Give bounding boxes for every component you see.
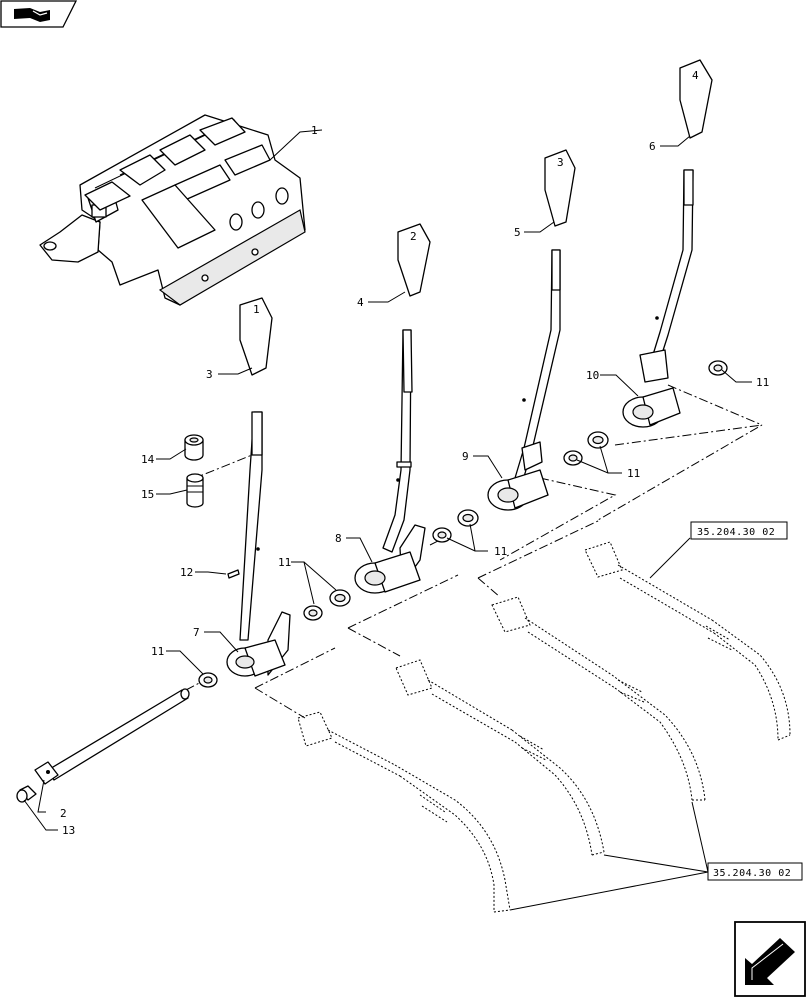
callout-1: 1 — [311, 124, 318, 137]
callout-11-b: 11 — [151, 645, 164, 658]
lever-4-assembly — [622, 59, 713, 428]
cable-2 — [395, 659, 605, 856]
reference-box-bottom[interactable]: 35.204.30 02 — [707, 862, 803, 881]
lever-1-assembly — [226, 297, 291, 677]
callout-14: 14 — [141, 453, 155, 466]
reference-text-bottom: 35.204.30 02 — [713, 868, 791, 879]
cable-3 — [491, 596, 706, 801]
callout-13: 13 — [62, 824, 75, 837]
lever-2-assembly — [354, 223, 431, 594]
cable-1 — [297, 711, 511, 913]
reference-box-top[interactable]: 35.204.30 02 — [690, 521, 788, 540]
reference-text-top: 35.204.30 02 — [697, 527, 775, 538]
knob-number-4: 4 — [692, 69, 699, 82]
callout-11-a: 11 — [278, 556, 291, 569]
knob-number-2: 2 — [410, 230, 417, 243]
callout-11-e: 11 — [756, 376, 769, 389]
callout-8: 8 — [335, 532, 342, 545]
callout-11-c: 11 — [494, 545, 507, 558]
next-page-arrow-icon[interactable] — [734, 921, 806, 997]
bushings — [198, 360, 728, 688]
callout-3: 3 — [206, 368, 213, 381]
screw-part-13 — [16, 785, 37, 803]
lever-3-assembly — [487, 149, 576, 511]
alignment-lines — [185, 384, 763, 719]
part-14-nut — [184, 434, 204, 461]
callout-4: 4 — [357, 296, 364, 309]
leader-lines — [23, 129, 752, 831]
callout-11-d: 11 — [627, 467, 640, 480]
callout-6: 6 — [649, 140, 656, 153]
part-15-spring-plug — [186, 473, 204, 508]
cable-4 — [584, 541, 791, 741]
part-12-pin — [227, 569, 240, 579]
book-icon[interactable] — [0, 0, 78, 28]
callout-9: 9 — [462, 450, 469, 463]
callout-5: 5 — [514, 226, 521, 239]
console-bracket — [39, 114, 306, 306]
knob-number-1: 1 — [253, 303, 260, 316]
callout-7: 7 — [193, 626, 200, 639]
shaft-part-2 — [34, 688, 190, 785]
knob-number-3: 3 — [557, 156, 564, 169]
callout-10: 10 — [586, 369, 599, 382]
callout-12: 12 — [180, 566, 193, 579]
callout-2: 2 — [60, 807, 67, 820]
callout-15: 15 — [141, 488, 154, 501]
